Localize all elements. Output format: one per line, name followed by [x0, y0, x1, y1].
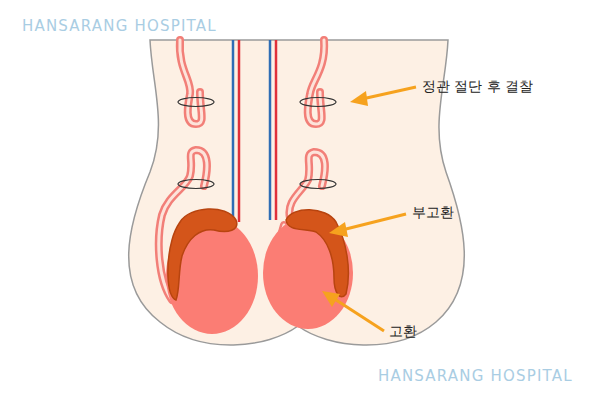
- leader-arrow: [322, 87, 416, 331]
- watermark: HANSARANG HOSPITAL: [378, 367, 573, 385]
- epididymis: [286, 210, 348, 297]
- watermark: HANSARANG HOSPITAL: [22, 17, 217, 35]
- vein: [269, 40, 272, 220]
- callout-label: 고환: [389, 323, 417, 340]
- artery: [275, 40, 278, 220]
- scrotum-outline: [129, 40, 465, 345]
- artery: [238, 40, 241, 222]
- vein: [232, 40, 235, 222]
- callout-label: 정관 절단 후 결찰: [422, 78, 533, 95]
- epididymis: [168, 209, 237, 300]
- ligature: [178, 98, 336, 189]
- callout-label: 부고환: [412, 204, 454, 221]
